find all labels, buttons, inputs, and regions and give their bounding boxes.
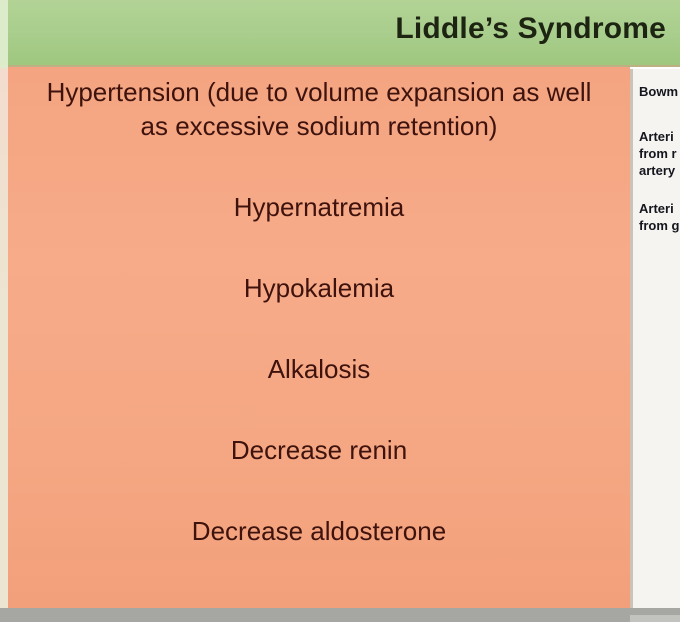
side-text-fragment-arterial-1: Arteri from r artery: [639, 129, 677, 178]
symptom-item-hypokalemia: Hypokalemia: [243, 273, 395, 303]
side-text-fragment-bowman: Bowm: [639, 84, 678, 99]
symptom-item-decrease-aldosterone: Decrease aldosterone: [191, 516, 447, 546]
symptom-item-hypertension: Hypertension (due to volume expansion as…: [46, 77, 592, 141]
side-text-fragment-arterial-2: Arteri from g: [639, 201, 680, 233]
symptom-item-decrease-renin: Decrease renin: [230, 435, 408, 465]
bottom-gray-bar: [0, 608, 680, 622]
cropped-notes-panel: Bowm Arteri from r artery Arteri from g: [630, 69, 680, 615]
symptom-item-alkalosis: Alkalosis: [267, 354, 371, 384]
slide-title: Liddle’s Syndrome: [395, 11, 666, 45]
symptom-item-hypernatremia: Hypernatremia: [233, 192, 405, 222]
symptom-list-panel: Hypertension (due to volume expansion as…: [8, 67, 630, 608]
bottom-gray-bar-right-segment: [630, 615, 680, 622]
left-edge-strip: [0, 0, 8, 608]
title-banner: Liddle’s Syndrome: [8, 0, 680, 67]
